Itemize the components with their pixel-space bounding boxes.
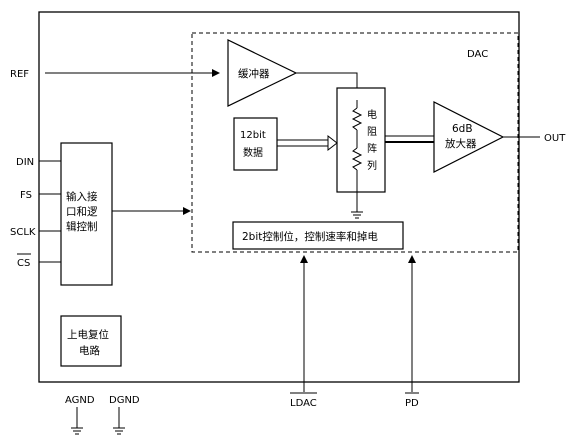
pin-ldac-label: LDAC <box>290 398 317 409</box>
buffer-amplifier <box>227 39 298 107</box>
resistor-zigzag-upper <box>351 107 363 131</box>
interface-logic <box>60 142 113 286</box>
resistor-zigzag-lower <box>351 147 363 171</box>
chip-outline <box>38 11 520 383</box>
data-register-bits: 12bit <box>240 130 266 141</box>
dac-region <box>191 32 519 253</box>
control-register <box>232 221 404 250</box>
resistor-array-label-1: 电 <box>367 108 377 121</box>
pin-ref-label: REF <box>10 69 29 80</box>
array-to-amp-bus <box>385 135 434 143</box>
resistor-array-label-4: 列 <box>367 159 377 172</box>
resistor-array-label-2: 阻 <box>367 126 377 138</box>
control-register-label: 2bit控制位，控制速率和掉电 <box>242 230 378 243</box>
buffer-label: 缓冲器 <box>238 67 270 80</box>
por-label-1: 上电复位 <box>67 328 109 341</box>
dgnd-ground-icon <box>113 427 125 435</box>
por-label-2: 电路 <box>79 344 100 357</box>
interface-label-3: 辑控制 <box>66 220 98 233</box>
power-on-reset <box>60 315 122 367</box>
resistor-array <box>336 87 386 193</box>
pin-out-label: OUT <box>544 133 566 144</box>
data-register <box>233 117 278 171</box>
array-ground-icon <box>351 211 363 219</box>
amp-gain-label: 6dB <box>452 123 473 135</box>
data-register-label: 数据 <box>243 146 263 159</box>
output-amplifier <box>433 101 505 173</box>
data-bus-arrow <box>277 134 338 152</box>
pin-pd-label: PD <box>405 398 419 409</box>
resistor-array-label-3: 阵 <box>367 142 377 155</box>
dac-label: DAC <box>467 49 488 60</box>
interface-label-1: 输入接 <box>66 190 98 203</box>
pin-din-label: DIN <box>16 157 34 168</box>
pin-fs-label: FS <box>20 190 32 201</box>
pin-sclk-label: SCLK <box>10 227 36 238</box>
pin-cs-label: CS <box>17 258 30 269</box>
pin-agnd-label: AGND <box>65 395 95 406</box>
interface-label-2: 口和逻 <box>66 206 98 218</box>
pin-dgnd-label: DGND <box>109 395 140 406</box>
agnd-ground-icon <box>71 427 83 435</box>
amp-name-label: 放大器 <box>445 137 477 150</box>
